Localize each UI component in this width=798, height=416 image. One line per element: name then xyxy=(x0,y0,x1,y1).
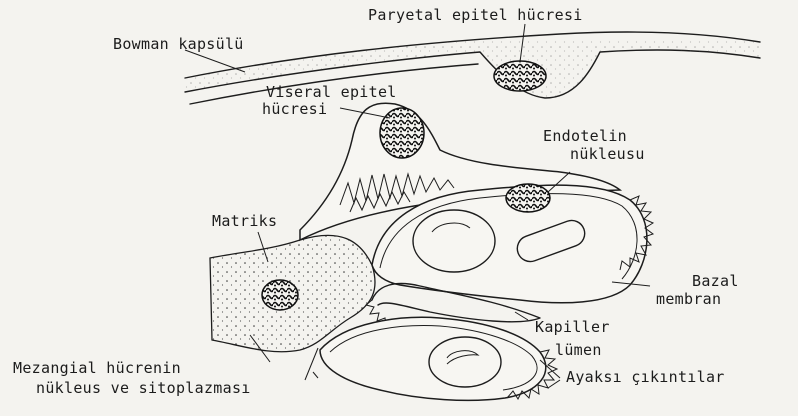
label-endothelial-1: Endotelin xyxy=(543,128,627,145)
label-parietal: Paryetal epitel hücresi xyxy=(368,7,583,24)
label-basement-1: Bazal xyxy=(692,273,739,290)
label-capillary-2: lümen xyxy=(555,342,602,359)
label-foot-processes: Ayaksı çıkıntılar xyxy=(566,369,725,386)
endothelial-nucleus xyxy=(506,184,550,212)
red-blood-cell-3 xyxy=(429,337,501,387)
red-blood-cell-1 xyxy=(413,210,495,272)
label-visceral-1: Viseral epitel xyxy=(266,84,397,101)
parietal-nucleus xyxy=(494,61,546,91)
label-capillary-1: Kapiller xyxy=(535,319,610,336)
label-visceral-2: hücresi xyxy=(262,101,327,118)
label-mesangial-2: nükleus ve sitoplazması xyxy=(36,380,251,397)
label-mesangial-1: Mezangial hücrenin xyxy=(13,360,181,377)
label-basement-2: membran xyxy=(656,291,721,308)
label-bowman: Bowman kapsülü xyxy=(113,36,244,53)
label-matrix: Matriks xyxy=(212,213,277,230)
visceral-nucleus xyxy=(380,108,424,158)
label-endothelial-2: nükleusu xyxy=(570,146,645,163)
mesangial-nucleus xyxy=(262,280,298,310)
